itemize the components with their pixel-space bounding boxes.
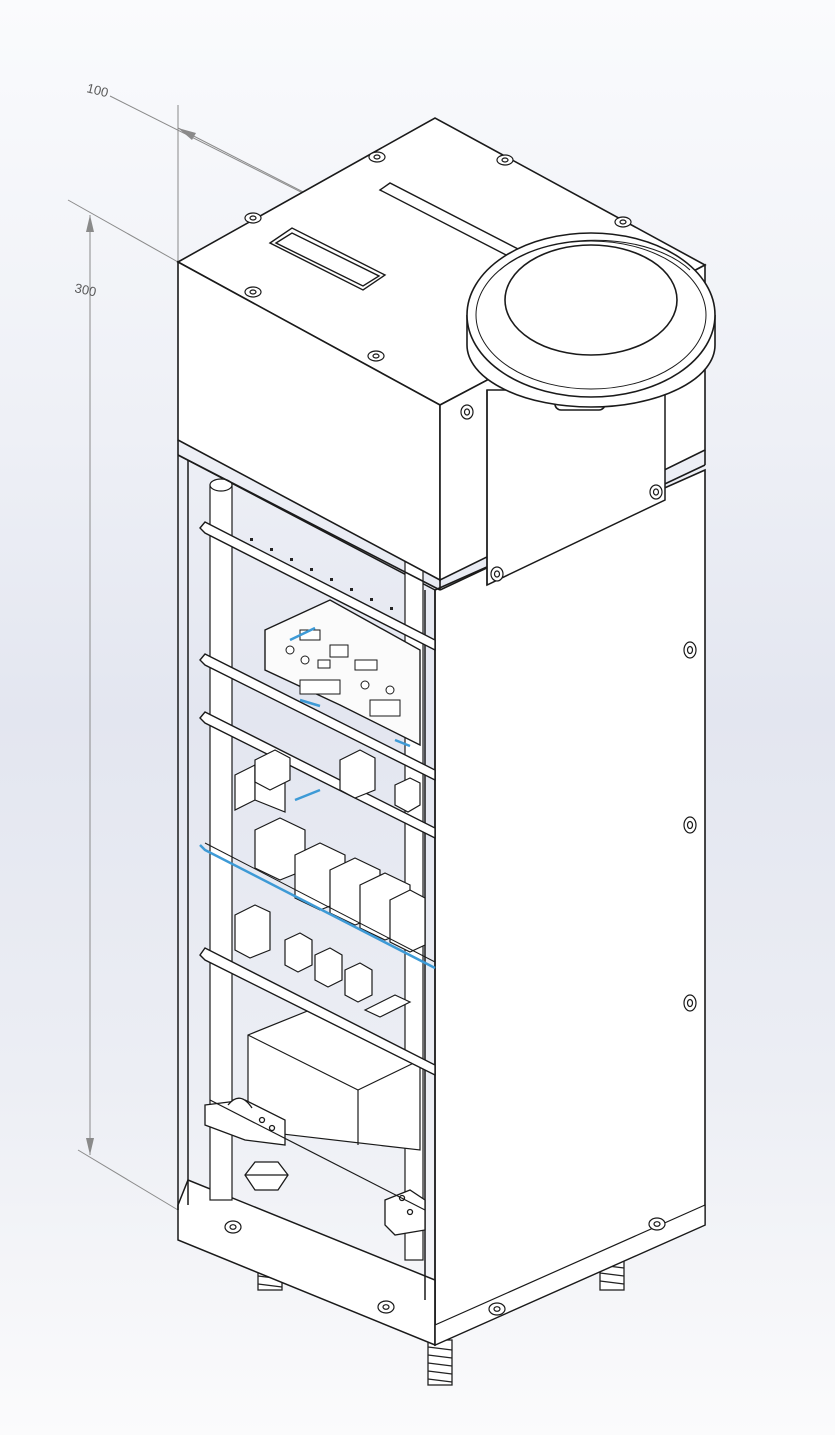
relay-components xyxy=(234,749,426,1018)
pcb-shelf-4-highlighted xyxy=(199,788,436,970)
mounting-bracket-left xyxy=(204,1097,286,1146)
fan-cap xyxy=(466,232,716,411)
side-panel-right xyxy=(434,468,706,1347)
pcb-shelf-6 xyxy=(209,1099,426,1211)
motor-bracket-screws xyxy=(460,404,663,582)
mounting-bracket-right xyxy=(384,1189,426,1236)
pcb-shelf-3 xyxy=(199,711,436,840)
fan-cap-highlight xyxy=(499,239,691,271)
bottom-screws xyxy=(224,1217,666,1316)
pcb-shelf-1 xyxy=(199,521,436,652)
pcb-detail-circuitry xyxy=(285,629,401,717)
height-dimension-label: 300 xyxy=(73,280,97,299)
threaded-foot-front xyxy=(427,1339,453,1386)
hex-nut xyxy=(244,1161,289,1191)
pcb-shelf-5 xyxy=(199,947,436,1077)
width-dimension-label: 100 xyxy=(85,80,110,100)
top-screws xyxy=(244,151,632,362)
pcb-highlight-traces xyxy=(289,626,411,748)
dimension-height xyxy=(67,199,179,1211)
side-panel-screws xyxy=(683,641,697,1012)
